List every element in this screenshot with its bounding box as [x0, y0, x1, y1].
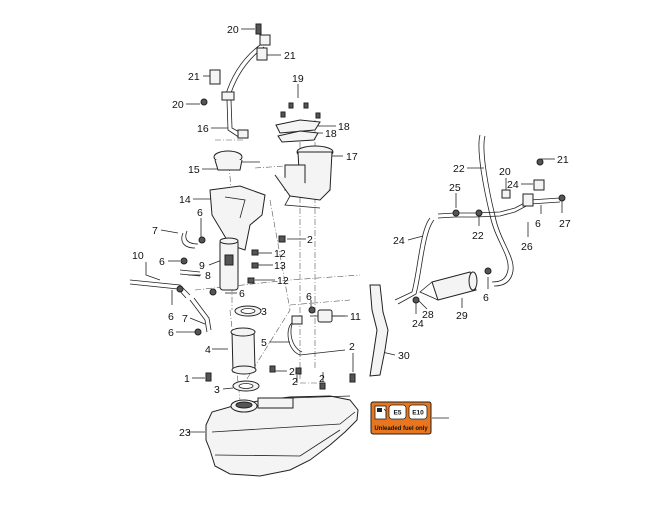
callout-7: 7 — [182, 313, 188, 325]
callout-6: 24 — [412, 318, 424, 330]
callout-2: 2 — [307, 234, 313, 246]
callout-2: 2 — [349, 341, 355, 353]
callout-12: 12 — [277, 275, 289, 287]
callout-19: 19 — [292, 73, 304, 85]
callout-2: 2 — [292, 376, 298, 388]
cover-14 — [209, 185, 266, 251]
callout-22: 26 — [521, 241, 533, 253]
callout-22: 20 — [499, 166, 511, 178]
callout-18: 18 — [338, 121, 350, 133]
callout-2: 2 — [289, 366, 295, 378]
callout-numbers: 20 21 21 20 19 16 18 18 17 15 14 7 6 2 1… — [132, 24, 571, 439]
sleeve-4 — [230, 327, 257, 375]
sender-unit-15 — [213, 150, 260, 171]
clamps-right — [412, 158, 566, 304]
callout-24: 22 — [472, 230, 484, 242]
callout-7: 7 — [152, 225, 158, 237]
fuel-label-30: E5 E10 Unleaded fuel only — [370, 401, 432, 435]
fuel-pump-17 — [274, 145, 334, 209]
callout-23: 22 — [453, 163, 465, 175]
e5-badge-text: E5 — [394, 410, 402, 417]
callout-6: 6 — [168, 327, 174, 339]
canister-9 — [219, 237, 239, 291]
callout-26: 6 — [483, 292, 489, 304]
callout-14: 14 — [179, 194, 191, 206]
callout-12: 12 — [274, 248, 286, 260]
callout-5: 5 — [261, 337, 267, 349]
callout-18: 18 — [325, 128, 337, 140]
callout-15: 15 — [188, 164, 200, 176]
clamps-6-left — [176, 236, 316, 336]
callout-10: 10 — [132, 250, 144, 262]
callout-6: 6 — [306, 291, 312, 303]
pump-plate-18 — [275, 119, 321, 143]
fuel-pump-icon — [374, 405, 387, 420]
e10-badge-text: E10 — [412, 410, 424, 417]
valve-11 — [310, 309, 345, 323]
hose-23 — [478, 134, 514, 287]
filler-ring-3 — [232, 380, 260, 392]
callout-9: 9 — [199, 260, 205, 272]
callout-20: 21 — [557, 154, 569, 166]
callout-13: 13 — [274, 260, 286, 272]
screws-19 — [280, 102, 321, 119]
callout-29: 30 — [398, 350, 410, 362]
callout-27: 24 — [393, 235, 405, 247]
callout-20: 20 — [172, 99, 184, 111]
e5-badge — [388, 404, 407, 420]
callout-24: 28 — [422, 309, 434, 321]
callout-4: 4 — [205, 344, 211, 356]
callout-6: 27 — [559, 218, 571, 230]
callout-2: 1 — [184, 373, 190, 385]
ring-3-upper — [234, 305, 262, 317]
callout-2: 2 — [319, 373, 325, 385]
hose-29 — [369, 284, 389, 377]
bolts-2 — [205, 235, 356, 390]
callout-21: 24 — [507, 179, 519, 191]
callout-6: 6 — [159, 256, 165, 268]
bolt-20 — [200, 23, 262, 106]
callout-8: 8 — [205, 270, 211, 282]
callout-6: 6 — [168, 311, 174, 323]
callout-24: 25 — [449, 182, 461, 194]
callout-1: 23 — [179, 427, 191, 439]
e10-badge — [408, 404, 428, 420]
tank-filler-neck — [230, 399, 258, 413]
callout-25: 6 — [535, 218, 541, 230]
callout-17: 17 — [346, 151, 358, 163]
callout-21: 21 — [188, 71, 200, 83]
callout-3: 3 — [214, 384, 220, 396]
callout-3: 3 — [261, 306, 267, 318]
clamp-21 — [209, 34, 271, 85]
callout-16: 16 — [197, 123, 209, 135]
callout-20: 20 — [227, 24, 239, 36]
hoses-left — [129, 230, 212, 333]
callout-6: 6 — [239, 288, 245, 300]
callout-11: 11 — [350, 311, 361, 323]
breather-tube-5 — [287, 315, 346, 356]
callout-21: 21 — [284, 50, 296, 62]
valve-25 — [522, 179, 545, 207]
fuel-label-caption: Unleaded fuel only — [374, 426, 428, 432]
callout-28: 29 — [456, 310, 468, 322]
connector-22 — [501, 189, 511, 199]
fuel-tank — [205, 395, 359, 477]
fuel-filter-28 — [419, 271, 478, 301]
small-parts-12-13 — [247, 249, 259, 284]
callout-6: 6 — [197, 207, 203, 219]
